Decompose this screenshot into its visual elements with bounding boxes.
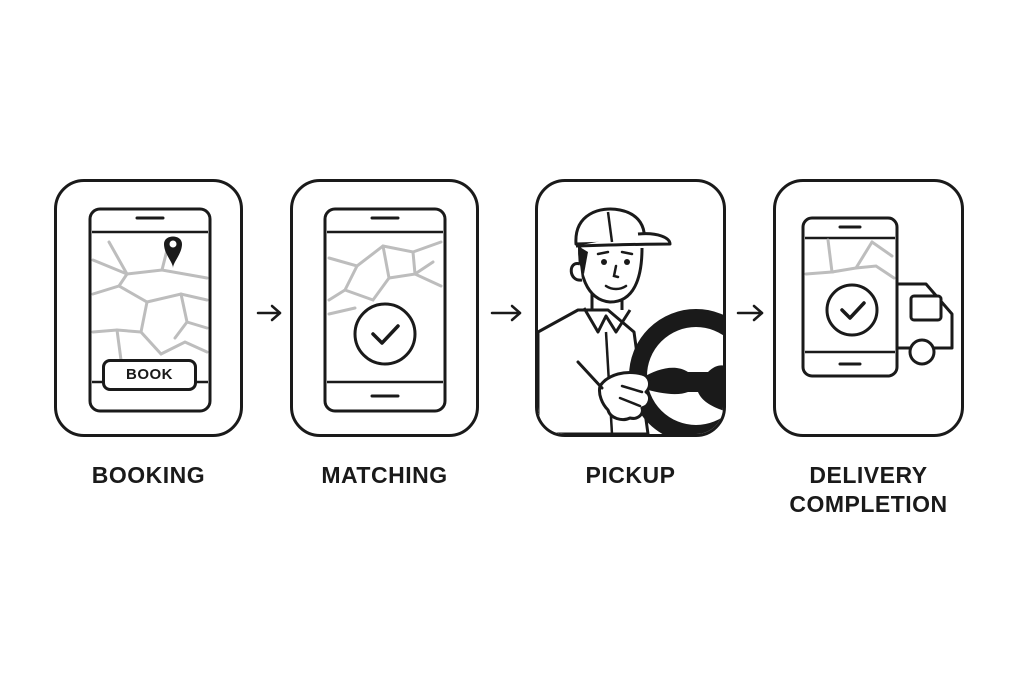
step-card-booking: BOOK [54, 179, 243, 437]
arrow-right-icon [256, 304, 282, 322]
phone-map-pin-icon [88, 207, 212, 413]
step-label-delivery-completion: DELIVERY COMPLETION [789, 462, 948, 517]
step-label-matching: MATCHING [321, 462, 448, 488]
step-card-matching [290, 179, 479, 437]
driver-steering-wheel-icon [538, 207, 723, 434]
arrow-right-icon [490, 304, 522, 322]
phone-delivery-truck-icon [801, 216, 954, 378]
book-button[interactable]: BOOK [102, 359, 197, 391]
arrow-right-icon [736, 304, 764, 322]
step-card-delivery-completion [773, 179, 964, 437]
book-button-label: BOOK [126, 366, 173, 383]
step-label-booking: BOOKING [91, 462, 206, 488]
step-card-pickup [535, 179, 726, 437]
step-label-pickup: PICKUP [585, 462, 676, 488]
phone-map-check-icon [323, 207, 447, 413]
